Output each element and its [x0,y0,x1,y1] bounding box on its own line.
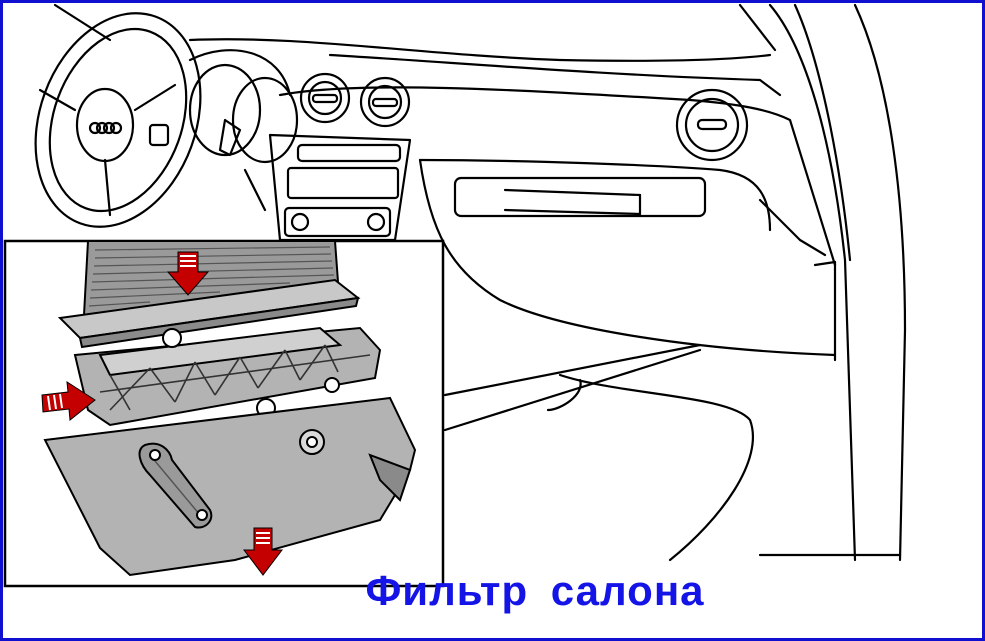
car-interior-drawing [34,3,907,562]
right-arrow-icon [41,381,96,421]
filter-holder [73,326,382,427]
diagram-caption: Фильтр салона [365,567,705,614]
lower-cover-panel [43,396,417,577]
cabin-filter-element [57,240,361,349]
filter-assembly-inset [3,239,445,588]
down-arrow-icon [166,251,210,296]
down-arrow-icon [242,527,284,576]
